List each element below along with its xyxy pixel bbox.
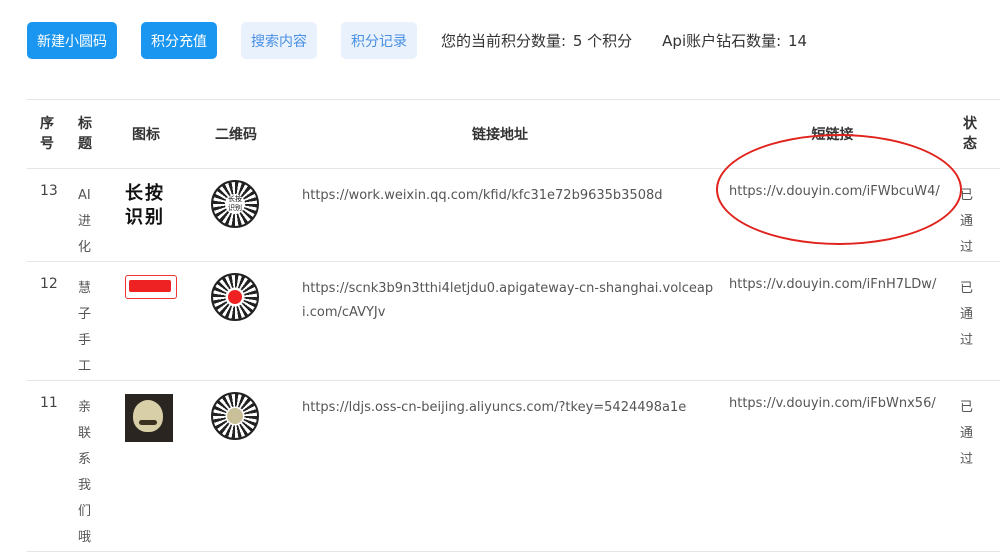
header-link: 链接地址 xyxy=(285,99,715,169)
row-icon xyxy=(105,380,187,552)
brand-logo-icon xyxy=(125,275,177,299)
troll-face-icon xyxy=(125,394,173,442)
header-icon: 图标 xyxy=(105,99,187,169)
table-row[interactable]: 12 慧 子 手 工 https://scnk3b9n3tthi4letjdu0… xyxy=(27,261,1000,381)
row-short-link[interactable]: https://v.douyin.com/iFWbcuW4/ xyxy=(715,168,950,262)
diamonds-value: 14 xyxy=(787,32,808,50)
header-status: 状态 xyxy=(950,99,1000,169)
row-title: AI 进 化 xyxy=(65,168,105,262)
points-label: 您的当前积分数量: xyxy=(441,32,567,50)
row-index: 12 xyxy=(27,261,65,381)
qr-table: 序号 标题 图标 二维码 链接地址 短链接 状态 13 AI 进 化 xyxy=(27,99,1000,552)
row-status: 已 通 过 xyxy=(950,380,1000,552)
points-records-button[interactable]: 积分记录 xyxy=(341,22,417,59)
row-qrcode[interactable]: 长按识别 xyxy=(187,168,285,262)
diamonds-stat: Api账户钻石数量: 14 xyxy=(662,30,807,51)
row-index: 13 xyxy=(27,168,65,262)
press-recognize-icon: 长按 识别 xyxy=(125,183,165,228)
row-title: 慧 子 手 工 xyxy=(65,261,105,381)
table-header-row: 序号 标题 图标 二维码 链接地址 短链接 状态 xyxy=(27,99,1000,169)
recharge-points-button[interactable]: 积分充值 xyxy=(141,22,217,59)
table-row[interactable]: 11 亲 联 系 我 们 哦 https://ldjs.oss-cn-beiji… xyxy=(27,380,1000,552)
header-qrcode: 二维码 xyxy=(187,99,285,169)
search-content-button[interactable]: 搜索内容 xyxy=(241,22,317,59)
row-link[interactable]: https://work.weixin.qq.com/kfid/kfc31e72… xyxy=(285,168,715,262)
diamonds-label: Api账户钻石数量: xyxy=(662,32,782,50)
row-link[interactable]: https://scnk3b9n3tthi4letjdu0.apigateway… xyxy=(285,261,715,381)
table-row[interactable]: 13 AI 进 化 长按 识别 长按识别 xyxy=(27,168,1000,262)
toolbar: 新建小圆码 积分充值 搜索内容 积分记录 您的当前积分数量: 5 个积分 Api… xyxy=(27,22,837,59)
header-index: 序号 xyxy=(27,99,65,169)
qrcode-icon[interactable]: 长按识别 xyxy=(211,180,259,228)
row-index: 11 xyxy=(27,380,65,552)
row-status: 已 通 过 xyxy=(950,168,1000,262)
qrcode-icon[interactable] xyxy=(211,273,259,321)
row-status: 已 通 过 xyxy=(950,261,1000,381)
header-short-link: 短链接 xyxy=(715,99,950,169)
row-short-link[interactable]: https://v.douyin.com/iFnH7LDw/ xyxy=(715,261,950,381)
new-qr-button[interactable]: 新建小圆码 xyxy=(27,22,117,59)
points-stat: 您的当前积分数量: 5 个积分 xyxy=(441,30,632,51)
row-qrcode[interactable] xyxy=(187,380,285,552)
row-icon: 长按 识别 xyxy=(105,168,187,262)
row-link[interactable]: https://ldjs.oss-cn-beijing.aliyuncs.com… xyxy=(285,380,715,552)
header-title: 标题 xyxy=(65,99,105,169)
row-qrcode[interactable] xyxy=(187,261,285,381)
qrcode-icon[interactable] xyxy=(211,392,259,440)
row-title: 亲 联 系 我 们 哦 xyxy=(65,380,105,552)
row-icon xyxy=(105,261,187,381)
points-value: 5 个积分 xyxy=(572,32,633,50)
row-short-link[interactable]: https://v.douyin.com/iFbWnx56/ xyxy=(715,380,950,552)
